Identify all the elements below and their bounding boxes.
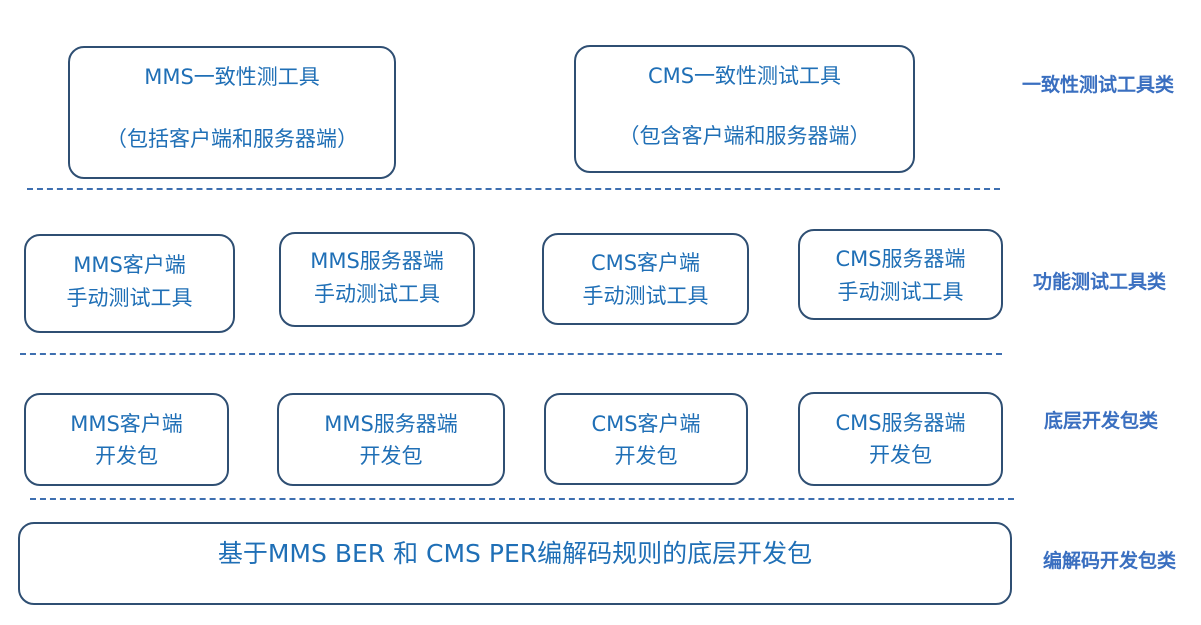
mms-conformance-tool-title: MMS一致性测工具 — [144, 65, 320, 89]
mms-client-manual-test-tool-box: MMS客户端 手动测试工具 — [24, 234, 235, 333]
category-codec-sdk: 编解码开发包类 — [1043, 550, 1177, 572]
cms-client-label: CMS客户端 — [591, 412, 701, 436]
separator-line-1 — [27, 188, 1000, 190]
mms-client-label: MMS客户端 — [73, 253, 186, 277]
mms-server-manual-test-tool-box: MMS服务器端 手动测试工具 — [279, 232, 475, 327]
cms-conformance-tool-box: CMS一致性测试工具 （包含客户端和服务器端） — [574, 45, 915, 173]
mms-client-sdk-box: MMS客户端 开发包 — [24, 393, 229, 486]
mms-server-label: MMS服务器端 — [324, 412, 458, 436]
category-conformance-tools: 一致性测试工具类 — [1022, 74, 1175, 96]
sdk-label: 开发包 — [95, 444, 158, 468]
mms-client-label: MMS客户端 — [70, 412, 183, 436]
codec-sdk-label: 基于MMS BER 和 CMS PER编解码规则的底层开发包 — [217, 539, 813, 568]
sdk-label: 开发包 — [359, 444, 423, 468]
mms-server-sdk-box: MMS服务器端 开发包 — [277, 393, 505, 486]
manual-test-tool-label: 手动测试工具 — [314, 282, 440, 306]
cms-client-sdk-box: CMS客户端 开发包 — [544, 393, 748, 485]
codec-sdk-box: 基于MMS BER 和 CMS PER编解码规则的底层开发包 — [18, 522, 1012, 605]
cms-conformance-tool-scope: （包含客户端和服务器端） — [618, 124, 871, 148]
category-low-level-sdk: 底层开发包类 — [1044, 410, 1159, 432]
separator-line-3 — [30, 498, 1014, 500]
cms-conformance-tool-title: CMS一致性测试工具 — [647, 64, 842, 88]
cms-client-manual-test-tool-box: CMS客户端 手动测试工具 — [542, 233, 749, 325]
category-functional-test-tools: 功能测试工具类 — [1033, 271, 1167, 293]
mms-conformance-tool-box: MMS一致性测工具 （包括客户端和服务器端） — [68, 46, 396, 179]
manual-test-tool-label: 手动测试工具 — [66, 286, 193, 310]
cms-server-label: CMS服务器端 — [835, 411, 966, 435]
manual-test-tool-label: 手动测试工具 — [582, 284, 709, 308]
sdk-label: 开发包 — [869, 443, 932, 467]
separator-line-2 — [20, 353, 1002, 355]
mms-server-label: MMS服务器端 — [310, 249, 444, 273]
cms-server-label: CMS服务器端 — [835, 247, 966, 271]
mms-conformance-tool-scope: （包括客户端和服务器端） — [106, 127, 358, 151]
sdk-label: 开发包 — [614, 444, 678, 468]
cms-server-manual-test-tool-box: CMS服务器端 手动测试工具 — [798, 229, 1003, 320]
cms-client-label: CMS客户端 — [590, 251, 701, 275]
manual-test-tool-label: 手动测试工具 — [837, 280, 964, 304]
cms-server-sdk-box: CMS服务器端 开发包 — [798, 392, 1003, 486]
